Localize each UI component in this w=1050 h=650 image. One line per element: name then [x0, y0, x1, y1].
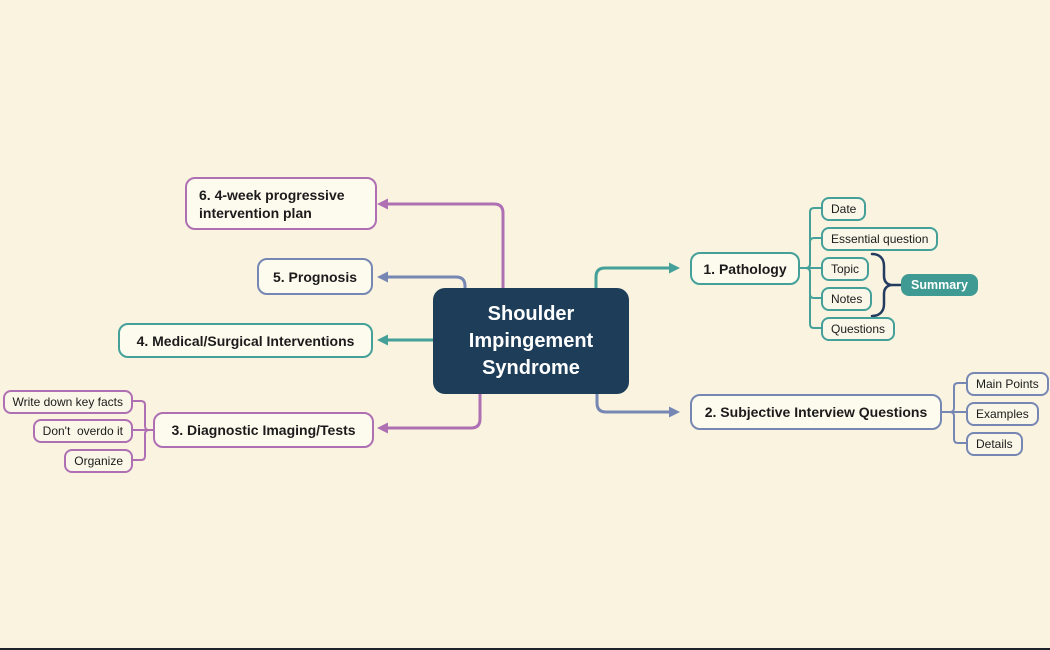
node-examples-label: Examples — [976, 407, 1029, 421]
edge-questions — [795, 267, 824, 329]
central-topic-node[interactable]: Shoulder Impingement Syndrome — [433, 288, 629, 394]
node-notes[interactable]: Notes — [821, 287, 873, 311]
node-intervention-plan-label: 6. 4-week progressive intervention plan — [199, 186, 345, 221]
node-examples[interactable]: Examples — [966, 402, 1039, 426]
node-diagnostic-imaging-label: 3. Diagnostic Imaging/Tests — [171, 422, 356, 438]
central-topic-label: Shoulder Impingement Syndrome — [468, 302, 594, 379]
edge-tip-3 — [130, 429, 158, 461]
node-pathology-label: 1. Pathology — [703, 260, 787, 277]
edge-plan-connector — [385, 202, 505, 298]
node-tip-organize-label: Organize — [74, 454, 123, 468]
node-pathology[interactable]: 1. Pathology — [690, 252, 800, 285]
arrow-medical — [377, 334, 388, 346]
node-tip-write-facts-label: Write down key facts — [12, 395, 123, 409]
node-date[interactable]: Date — [821, 197, 867, 221]
edge-diagnostic-connector — [385, 386, 482, 430]
node-questions[interactable]: Questions — [821, 317, 896, 341]
edge-details — [937, 411, 967, 444]
node-topic[interactable]: Topic — [821, 257, 870, 281]
node-subjective-interview[interactable]: 2. Subjective Interview Questions — [690, 394, 942, 430]
arrow-prognosis — [377, 271, 388, 283]
node-subjective-interview-label: 2. Subjective Interview Questions — [704, 404, 928, 420]
edge-prognosis-connector — [385, 275, 467, 298]
node-essential-question-label: Essential question — [831, 232, 929, 246]
node-tip-write-facts[interactable]: Write down key facts — [2, 390, 133, 414]
node-tip-dont-overdo[interactable]: Don't overdo it — [32, 419, 133, 443]
arrow-subjective — [669, 406, 680, 418]
summary-brace — [870, 252, 892, 318]
node-main-points[interactable]: Main Points — [966, 372, 1049, 396]
node-prognosis-label: 5. Prognosis — [272, 268, 358, 285]
node-date-label: Date — [831, 202, 857, 216]
node-diagnostic-imaging[interactable]: 3. Diagnostic Imaging/Tests — [153, 412, 374, 448]
node-medical-surgical[interactable]: 4. Medical/Surgical Interventions — [118, 323, 373, 358]
arrow-plan — [377, 198, 388, 210]
node-tip-dont-overdo-label: Don't overdo it — [42, 424, 123, 438]
node-details-label: Details — [976, 437, 1013, 451]
node-intervention-plan[interactable]: 6. 4-week progressive intervention plan — [185, 177, 377, 230]
edge-pathology-connector — [594, 266, 672, 298]
node-questions-label: Questions — [831, 322, 886, 336]
node-tip-organize[interactable]: Organize — [64, 449, 133, 473]
arrow-diagnostic — [377, 422, 388, 434]
edge-main-points — [937, 382, 967, 413]
window-bottom-edge — [0, 648, 1050, 650]
edge-subjective-connector — [595, 388, 672, 414]
node-topic-label: Topic — [831, 262, 860, 276]
node-main-points-label: Main Points — [976, 377, 1039, 391]
arrow-pathology — [669, 262, 680, 274]
node-details[interactable]: Details — [966, 432, 1023, 456]
node-summary-label: Summary — [911, 278, 968, 292]
node-medical-surgical-label: 4. Medical/Surgical Interventions — [136, 332, 355, 349]
edge-essential-question — [795, 237, 824, 269]
node-prognosis[interactable]: 5. Prognosis — [257, 258, 373, 295]
node-summary[interactable]: Summary — [901, 274, 978, 296]
node-essential-question[interactable]: Essential question — [821, 227, 939, 251]
node-notes-label: Notes — [831, 292, 863, 306]
